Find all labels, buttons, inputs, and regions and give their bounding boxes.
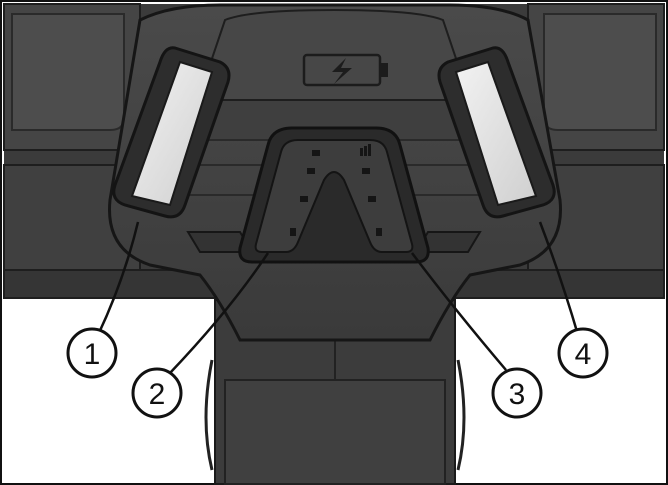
left-light-bar: [112, 46, 231, 219]
callout-2-label: 2: [149, 378, 166, 411]
right-light-bar: [437, 46, 556, 219]
leader-line-4: [538, 221, 580, 336]
callout-4-label: 4: [575, 338, 592, 371]
callout-3: 3: [491, 367, 543, 419]
leader-line-2: [169, 252, 270, 374]
callout-3-label: 3: [509, 378, 526, 411]
leader-line-1: [96, 221, 140, 336]
callout-1: 1: [66, 327, 118, 379]
callout-1-label: 1: [84, 338, 101, 371]
leader-line-3: [411, 252, 507, 371]
leader-lines: [96, 221, 580, 374]
right-speed-ladder: [360, 144, 382, 236]
grip-ledges: [186, 231, 482, 253]
left-speed-ladder: [290, 150, 320, 236]
handle-stem: [204, 299, 466, 485]
callout-2: 2: [131, 367, 183, 419]
callout-4: 4: [557, 327, 609, 379]
speed-indicator-panel: [238, 126, 430, 264]
battery-charging-icon: [302, 53, 388, 87]
